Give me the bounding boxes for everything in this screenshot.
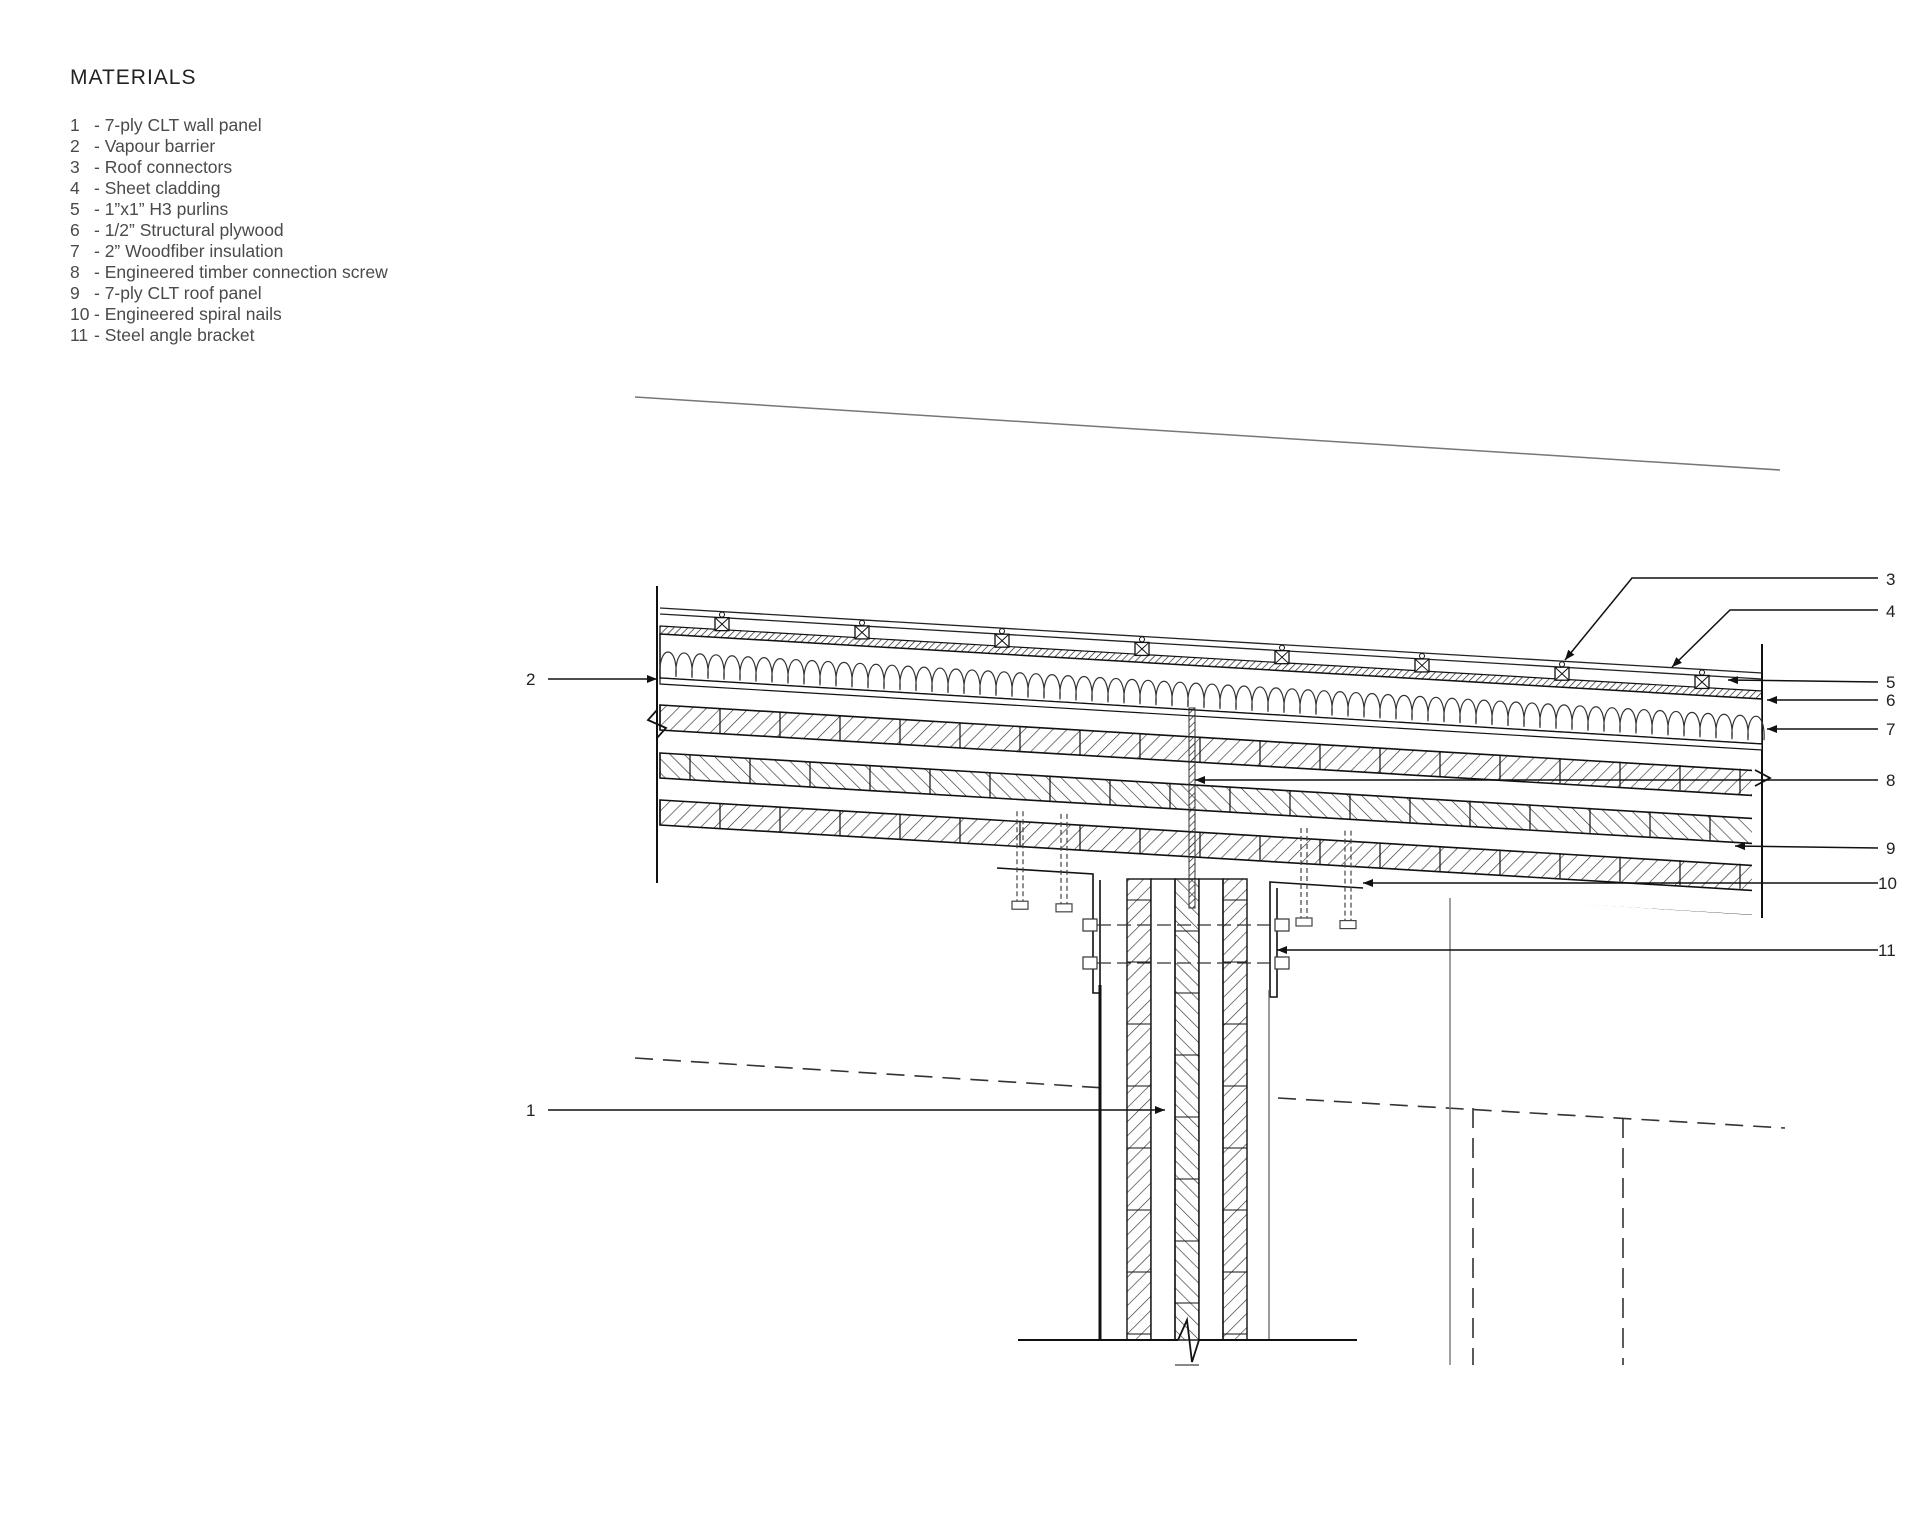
callout-3: 3 (1886, 570, 1895, 589)
legend-item-number: 6 (70, 220, 80, 240)
legend-item-number: 3 (70, 157, 80, 177)
callout-10: 10 (1878, 874, 1897, 893)
purlin (1414, 652, 1430, 673)
callout-8: 8 (1886, 771, 1895, 790)
sheet-cladding (659, 607, 1763, 680)
legend-item-number: 5 (70, 199, 80, 219)
legend-item: 8 - Engineered timber connection screw (70, 262, 388, 283)
callout-4: 4 (1886, 602, 1895, 621)
legend-item-label: - 1/2” Structural plywood (94, 220, 284, 240)
legend-item-number: 10 (70, 304, 90, 324)
purlin (1694, 669, 1710, 690)
upper-reference-line (634, 396, 1781, 471)
legend-item-label: - Sheet cladding (94, 178, 221, 198)
legend-item-label: - 7-ply CLT wall panel (94, 115, 262, 135)
legend-item-number: 1 (70, 115, 80, 135)
spiral-nail (1011, 811, 1029, 910)
legend-item-number: 8 (70, 262, 80, 282)
legend-item: 10- Engineered spiral nails (70, 304, 388, 325)
callout-labels: 1 2 3 4 5 6 7 8 9 10 11 (526, 570, 1897, 1120)
legend-item: 2 - Vapour barrier (70, 136, 388, 157)
legend-item: 6 - 1/2” Structural plywood (70, 220, 388, 241)
bracket-bolts (1082, 918, 1290, 970)
callout-2: 2 (526, 670, 535, 689)
spiral-nail (1295, 827, 1313, 927)
spiral-nail (1339, 830, 1357, 930)
legend-item-label: - Engineered timber connection screw (94, 262, 388, 282)
legend-item-number: 11 (70, 325, 89, 345)
break-mark-left (646, 709, 668, 739)
legend-item-number: 7 (70, 241, 80, 261)
legend-item-label: - Roof connectors (94, 157, 233, 177)
legend-item-number: 9 (70, 283, 80, 303)
legend-item-number: 2 (70, 136, 80, 156)
legend-item-label: - Engineered spiral nails (94, 304, 282, 324)
callout-11: 11 (1878, 941, 1896, 960)
callout-1: 1 (526, 1101, 535, 1120)
vapour-barrier (659, 677, 1763, 751)
purlin (1554, 661, 1570, 681)
legend-item-label: - 2” Woodfiber insulation (94, 241, 284, 261)
callout-7: 7 (1886, 720, 1895, 739)
callout-9: 9 (1886, 839, 1895, 858)
legend-item-label: - 1”x1” H3 purlins (94, 199, 229, 219)
roof-assembly (646, 586, 1772, 918)
legend-title: MATERIALS (70, 66, 197, 89)
legend-item-label: - Steel angle bracket (94, 325, 255, 345)
legend-item: 1 - 7-ply CLT wall panel (70, 115, 388, 136)
callout-5: 5 (1886, 673, 1895, 692)
purlin (1274, 644, 1290, 665)
callout-6: 6 (1886, 691, 1895, 710)
legend-item: 5 - 1”x1” H3 purlins (70, 199, 388, 220)
legend-item-number: 4 (70, 178, 80, 198)
purlin (714, 611, 730, 632)
callout-leaders (548, 577, 1879, 1114)
legend-item: 9 - 7-ply CLT roof panel (70, 283, 388, 304)
spiral-nail (1055, 813, 1073, 913)
clt-wall-panel (1018, 878, 1357, 1366)
legend-item: 3 - Roof connectors (70, 157, 388, 178)
purlin (1134, 636, 1150, 657)
timber-connection-screw (1188, 707, 1196, 909)
materials-legend: MATERIALS 1 - 7-ply CLT wall panel 2 - Vap… (70, 66, 388, 346)
legend-item: 11- Steel angle bracket (70, 325, 388, 346)
purlin (854, 619, 870, 640)
spiral-nails (1011, 811, 1357, 930)
dashed-reference-lines (634, 898, 1786, 1365)
legend-item-label: - 7-ply CLT roof panel (94, 283, 262, 303)
legend-list: 1 - 7-ply CLT wall panel 2 - Vapour barrie… (70, 115, 388, 346)
break-mark-right (1754, 769, 1772, 787)
purlins (714, 611, 1710, 690)
legend-item: 4 - Sheet cladding (70, 178, 388, 199)
legend-item-label: - Vapour barrier (94, 136, 216, 156)
legend-item: 7 - 2” Woodfiber insulation (70, 241, 388, 262)
purlin (994, 628, 1010, 648)
